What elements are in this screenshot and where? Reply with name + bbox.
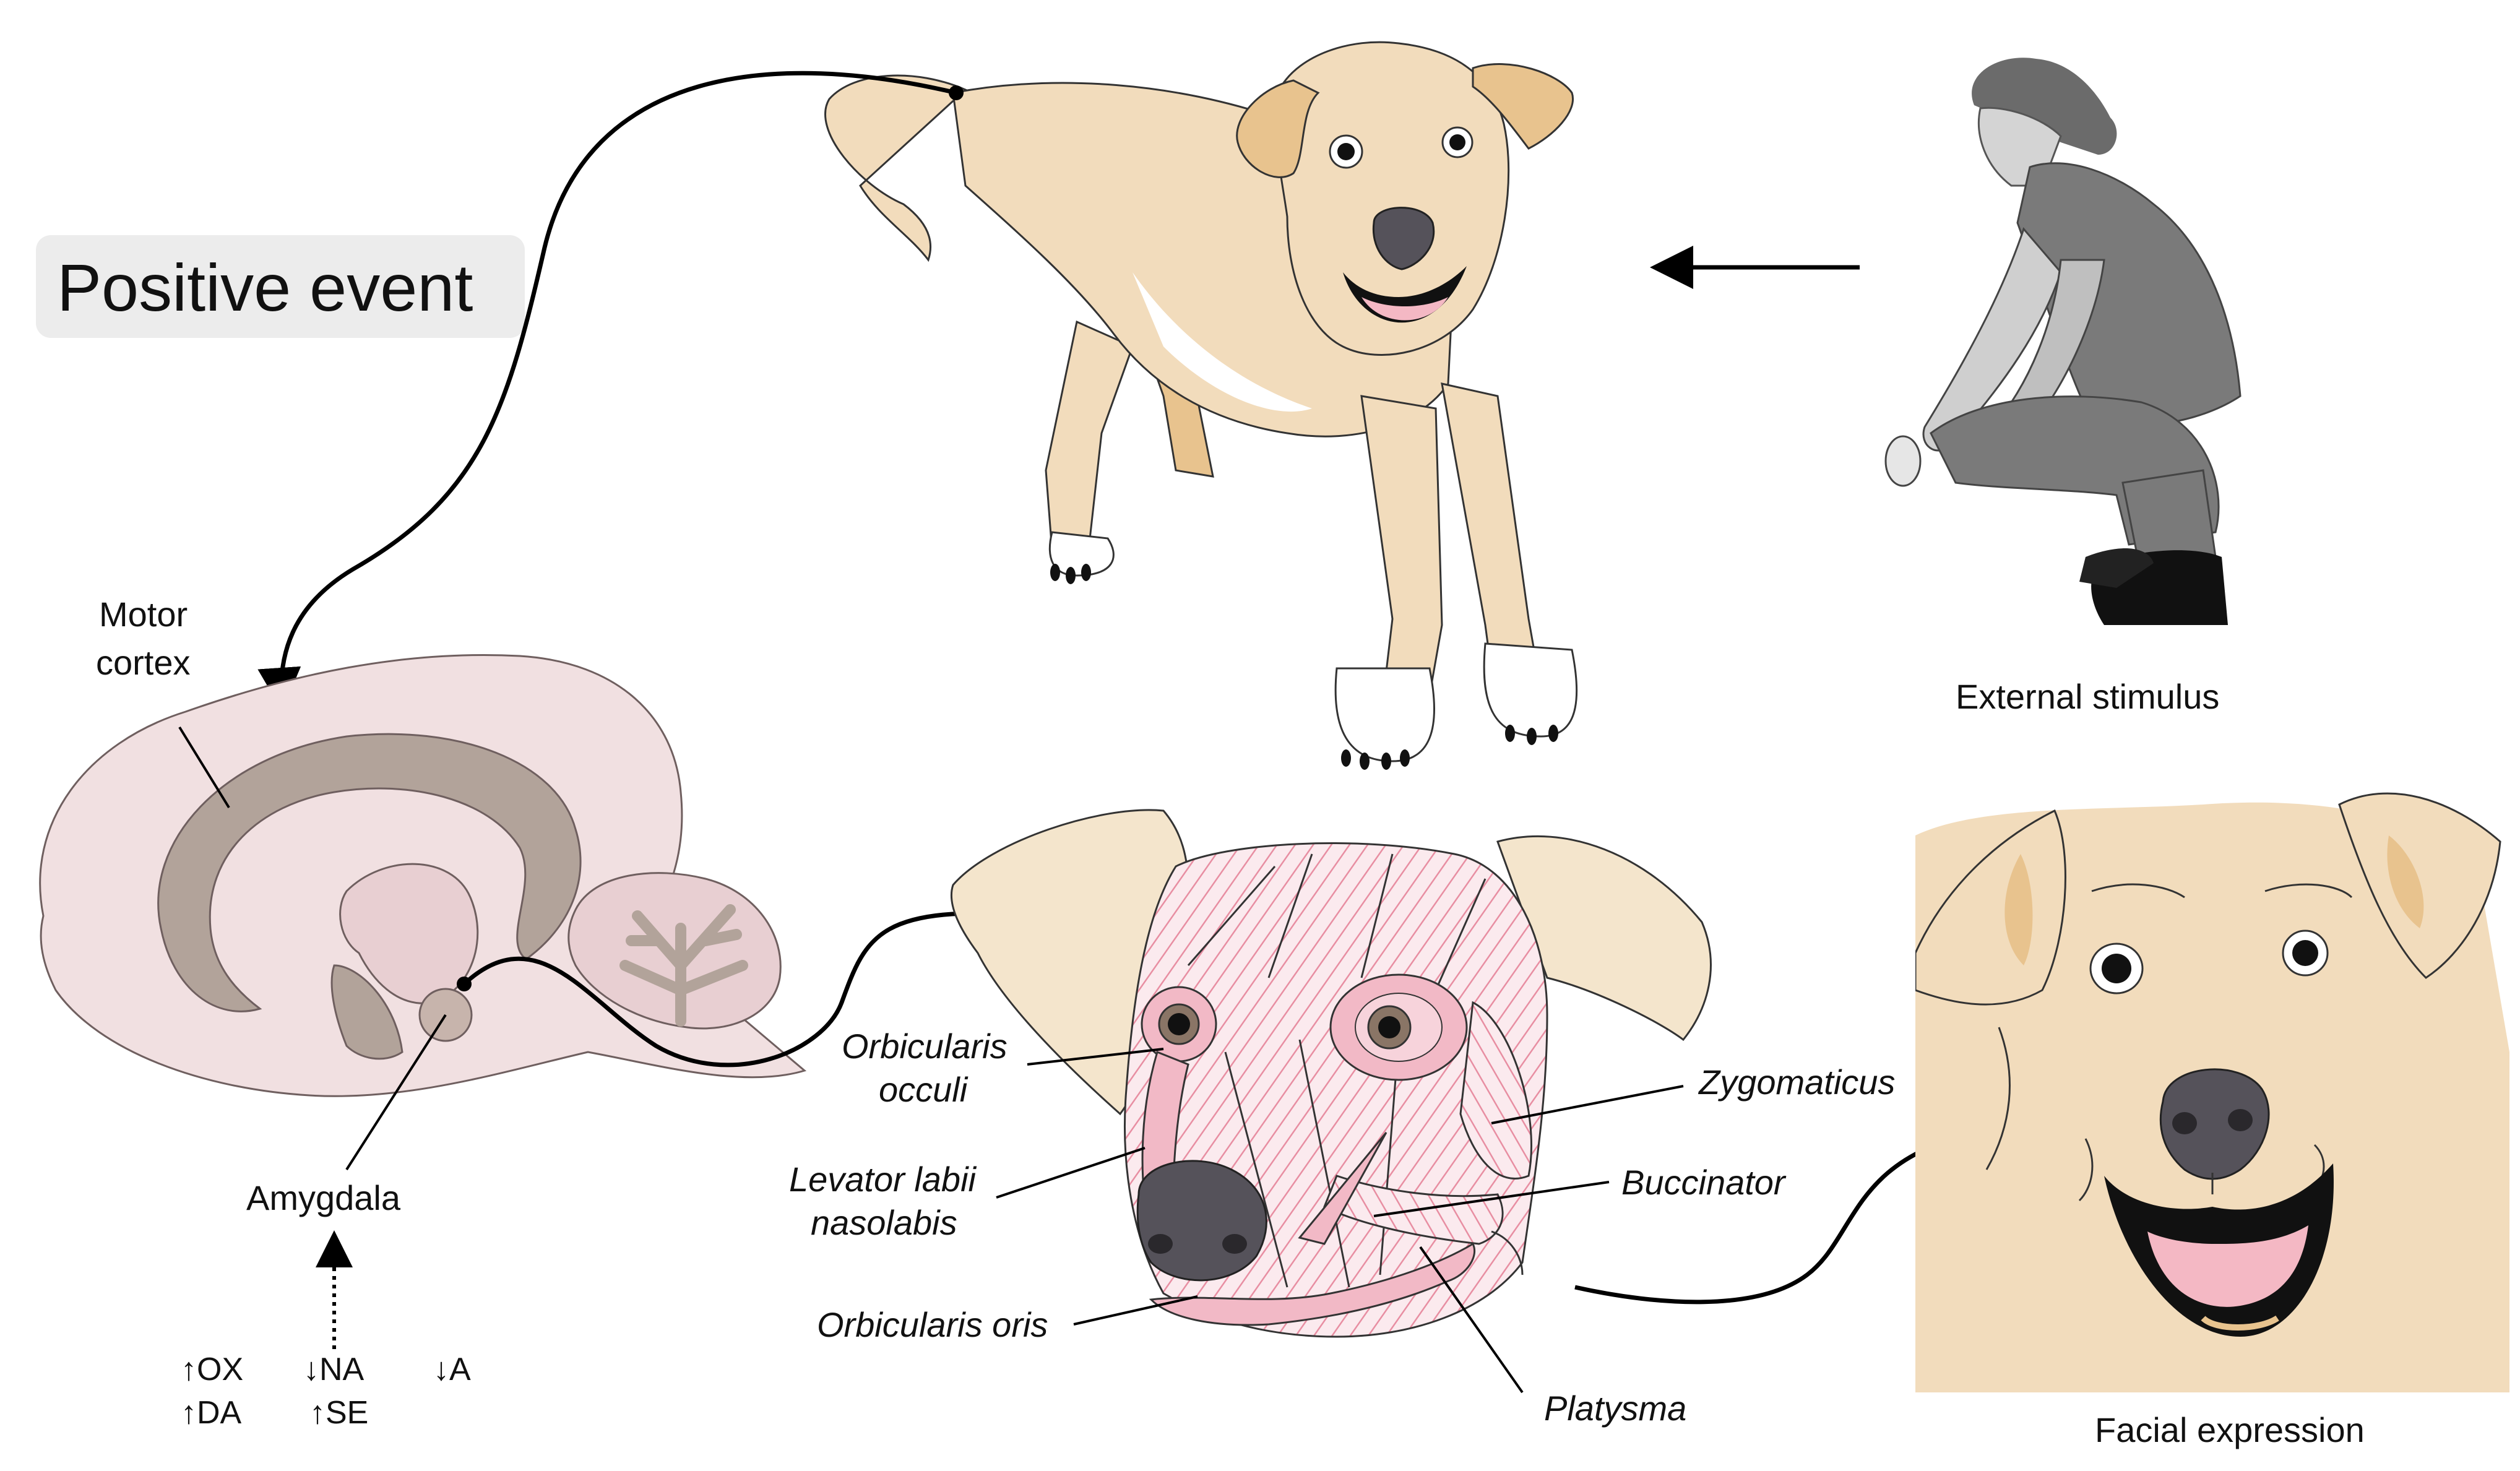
title-text: Positive event xyxy=(57,250,473,325)
facial-expression-label: Facial expression xyxy=(2095,1410,2365,1449)
title-box: Positive event xyxy=(36,235,525,338)
levator-label-1: Levator labii xyxy=(789,1160,977,1199)
external-stimulus-label: External stimulus xyxy=(1956,677,2219,716)
orbicularis-oris-label: Orbicularis oris xyxy=(817,1305,1048,1344)
orbicularis-occuli-leader xyxy=(1027,1048,1164,1066)
buccinator-leader xyxy=(1373,1181,1610,1217)
zygomaticus-leader xyxy=(1491,1085,1684,1124)
hormone-a: ↓A xyxy=(433,1352,471,1387)
hormone-na: ↓NA xyxy=(303,1352,365,1387)
hormone-se: ↑SE xyxy=(309,1395,368,1431)
facial-expression-closeup xyxy=(1915,774,2509,1392)
orbicularis-oris-leader xyxy=(1073,1295,1198,1326)
dog-arrow-origin-dot xyxy=(949,85,964,100)
motor-cortex-label-2: cortex xyxy=(96,643,191,682)
hormone-list: ↑OX ↓NA ↓A ↑DA ↑SE xyxy=(181,1352,471,1431)
crouching-person xyxy=(1884,58,2242,625)
orbicularis-occuli-label-1: Orbicularis xyxy=(842,1027,1008,1066)
amygdala-label: Amygdala xyxy=(246,1178,401,1217)
zygomaticus-label: Zygomaticus xyxy=(1698,1063,1895,1102)
buccinator-label: Buccinator xyxy=(1621,1163,1787,1202)
brain xyxy=(39,654,807,1097)
amygdala-to-face-arrow xyxy=(462,891,1048,1068)
platysma-leader xyxy=(1419,1246,1524,1394)
face-to-expression-arrow xyxy=(1574,1118,1989,1305)
dog-to-brain-arrow xyxy=(257,71,957,711)
orbicularis-occuli-label-2: occuli xyxy=(879,1070,969,1109)
levator-label-2: nasolabis xyxy=(811,1203,957,1242)
levator-leader xyxy=(996,1147,1146,1199)
platysma-label: Platysma xyxy=(1544,1389,1686,1428)
amygdala-arrow-origin-dot xyxy=(457,977,472,991)
hormone-ox: ↑OX xyxy=(181,1352,243,1387)
motor-cortex-label-1: Motor xyxy=(99,595,188,634)
muscle-face xyxy=(950,809,1712,1338)
hormone-da: ↑DA xyxy=(181,1395,242,1431)
amygdala-leader xyxy=(345,1014,447,1171)
motor-cortex-leader xyxy=(178,726,230,809)
standing-dog xyxy=(824,41,1578,770)
